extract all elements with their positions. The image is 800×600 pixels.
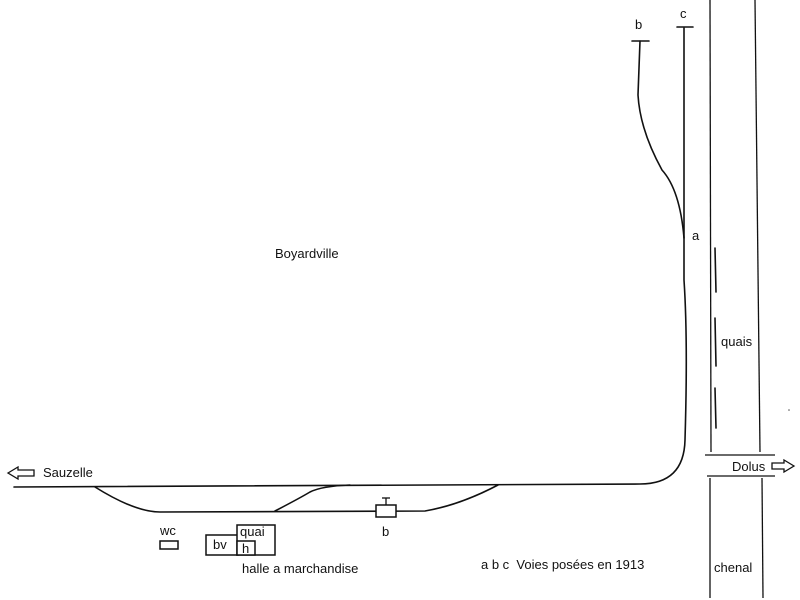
siding-crossover <box>274 484 351 512</box>
track-label-b: b <box>635 17 642 32</box>
station-siding <box>94 484 499 513</box>
arrow-right-icon <box>771 458 796 474</box>
bv-label: bv <box>213 537 227 552</box>
main-line <box>13 27 688 488</box>
channel-banks <box>705 0 790 599</box>
channel-label: chenal <box>714 560 752 575</box>
destination-east-label: Dolus <box>732 459 766 474</box>
track-label-a: a <box>692 228 700 243</box>
goods-hall-building <box>236 524 276 556</box>
track-label-c: c <box>680 6 687 21</box>
platform-quais <box>714 247 717 429</box>
siding-label-b: b <box>382 524 389 539</box>
track-note: a b c Voies posées en 1913 <box>481 557 644 572</box>
siding-structure <box>375 497 397 518</box>
wc-label: wc <box>159 523 176 538</box>
h-label: h <box>242 541 249 556</box>
goods-hall-label: halle a marchandise <box>242 561 358 576</box>
h-building <box>236 540 256 556</box>
arrow-left-icon <box>6 465 35 481</box>
track-b-branch <box>637 40 685 239</box>
quai-label: quai <box>240 524 265 539</box>
wc-building <box>159 540 179 550</box>
destination-west-label: Sauzelle <box>43 465 93 480</box>
platform-label: quais <box>721 334 753 349</box>
town-label: Boyardville <box>275 246 339 261</box>
